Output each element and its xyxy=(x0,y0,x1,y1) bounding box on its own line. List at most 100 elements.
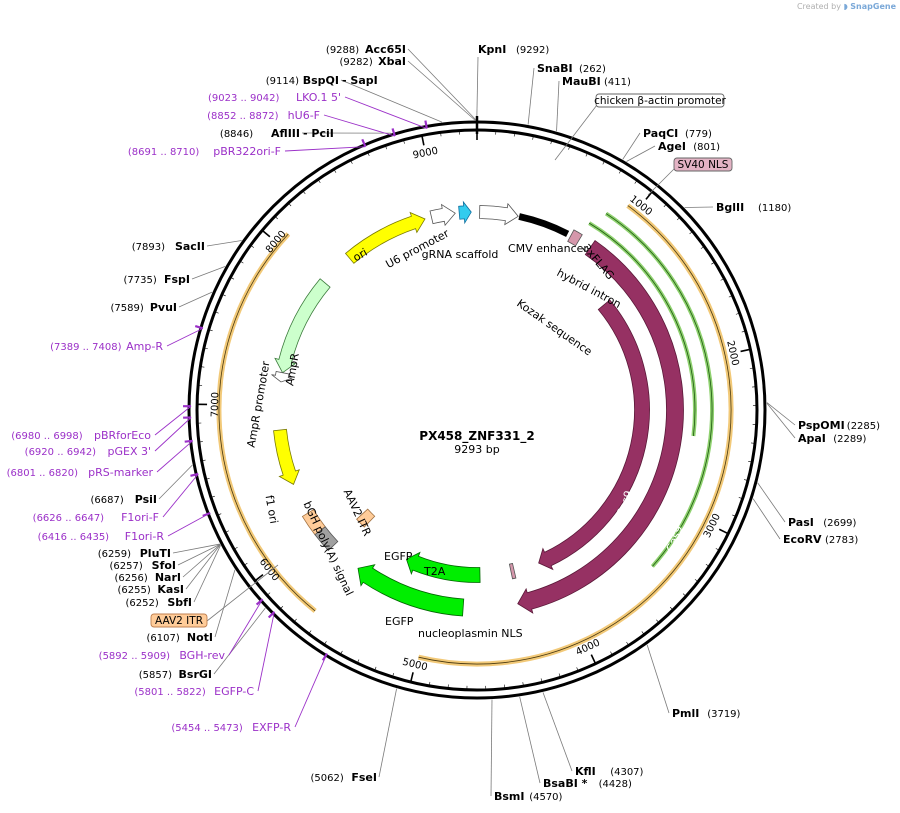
feature-label: T2A xyxy=(423,565,446,578)
orange-track xyxy=(216,232,317,613)
ruler-tick-label: 2000 xyxy=(724,340,740,367)
enzyme-position: (6687) xyxy=(91,495,124,506)
enzyme-site-label: ApaI(2289) xyxy=(798,432,867,445)
primer-label: pGEX 3'(6920 .. 6942) xyxy=(25,445,151,458)
primer-leader-line xyxy=(294,653,328,728)
credit-prefix: Created by xyxy=(796,2,841,11)
f1-ori-arrow xyxy=(273,428,300,485)
enzyme-site-label: PmlI(3719) xyxy=(672,707,741,720)
enzyme-name: AflIII xyxy=(271,127,300,140)
enzyme-position: (5857) xyxy=(139,670,172,681)
primer-name: pGEX 3' xyxy=(107,445,151,458)
plasmid-name: PX458_ZNF331_2 xyxy=(419,429,534,444)
feature-label: EGFP xyxy=(384,550,413,563)
ruler-tick xyxy=(663,203,667,208)
enzyme-site-label: KflI (4307) xyxy=(575,765,644,778)
enzyme-name: ApaI xyxy=(798,432,826,445)
ruler-tick xyxy=(308,630,312,634)
enzyme-name: SacII xyxy=(175,240,205,253)
ruler-tick xyxy=(374,666,377,671)
primer-name: Amp-R xyxy=(126,340,163,353)
grna-scaffold-arrow xyxy=(458,200,472,225)
feature-label: AmpR promoter xyxy=(245,360,273,449)
ruler-tick xyxy=(618,169,622,174)
enzyme-name: XbaI xyxy=(378,55,406,68)
ruler-tick xyxy=(522,682,524,687)
enzyme-site-label: FspI(7735) xyxy=(124,273,190,286)
enzyme-name: SfoI xyxy=(152,559,176,572)
ruler-tick xyxy=(266,592,271,596)
primer-range: (8691 .. 8710) xyxy=(128,147,200,158)
enzyme-site-label: PaqCI(779) xyxy=(643,127,712,140)
primer-name: EXFP-R xyxy=(252,721,291,734)
ruler-tick xyxy=(738,497,743,499)
primer-leader-line xyxy=(154,405,192,436)
enzyme-leader-line xyxy=(556,80,560,132)
enzyme-leader-line xyxy=(177,544,221,566)
ruler-tick xyxy=(250,245,254,248)
ruler-tick xyxy=(740,348,751,353)
boxed-label-leader xyxy=(647,164,679,196)
ampr-arrow xyxy=(274,278,331,374)
enzyme-name-secondary: - PciI xyxy=(303,127,334,140)
primer-leader-line xyxy=(284,146,366,152)
primer-site-mark xyxy=(190,472,199,477)
enzyme-position: (411) xyxy=(604,77,631,88)
ruler-tick xyxy=(694,579,699,582)
ruler-tick xyxy=(200,366,205,368)
ruler-tick xyxy=(676,216,681,221)
ruler-tick xyxy=(403,139,405,144)
ruler-tick xyxy=(421,135,425,146)
primer-range: (9023 .. 9042) xyxy=(208,93,280,104)
boxed-label-leader xyxy=(206,564,279,622)
ruler-tick xyxy=(221,293,226,297)
enzyme-position: (6255) xyxy=(118,585,151,596)
enzyme-site-label: SnaBI(262) xyxy=(537,62,606,75)
ruler-tick xyxy=(230,277,235,280)
ruler-tick xyxy=(350,160,353,164)
enzyme-position: (4307) xyxy=(610,767,643,778)
ruler-tick xyxy=(340,650,343,655)
enzyme-name: NotI xyxy=(187,631,213,644)
boxed-label-frame xyxy=(150,613,208,628)
feature-label: bGH poly(A) signal xyxy=(301,499,356,598)
enzyme-site-label: BspQI - SapI(9114) xyxy=(266,74,378,87)
primer-label: hU6-F(8852 .. 8872) xyxy=(207,109,320,122)
enzyme-leader-line xyxy=(172,543,220,554)
feature-label: nucleoplasmin NLS xyxy=(418,627,523,640)
enzyme-leader-line xyxy=(626,145,656,162)
enzyme-position: (4428) xyxy=(599,779,632,790)
feature-arrows xyxy=(271,200,684,617)
label-leader-lines xyxy=(158,48,796,797)
enzyme-name: KflI xyxy=(575,765,596,778)
enzyme-site-label: PsiI(6687) xyxy=(91,493,157,506)
ruler-tick xyxy=(669,606,674,611)
primer-range: (6980 .. 6998) xyxy=(11,431,83,442)
feature-label: ori xyxy=(351,246,370,264)
ruler-tick xyxy=(568,145,571,150)
ruler-tick xyxy=(239,260,244,264)
enzyme-position: (262) xyxy=(579,64,606,75)
enzyme-position: (7735) xyxy=(124,275,157,286)
aav2-itr-box xyxy=(301,509,326,536)
enzyme-name: PspOMI xyxy=(798,419,845,432)
enzyme-site-label: BsaBI *(4428) xyxy=(543,777,632,790)
enzyme-site-label: PvuI(7589) xyxy=(111,301,177,314)
ruler-tick xyxy=(243,562,248,566)
boxed-label-text: AAV2 ITR xyxy=(155,615,203,627)
enzyme-site-label: FseI(5062) xyxy=(311,771,377,784)
enzyme-position: (7589) xyxy=(111,303,144,314)
enzyme-position: (9288) xyxy=(326,45,359,56)
ruler-tick xyxy=(201,459,206,462)
ruler-tick xyxy=(367,152,370,157)
enzyme-position: (4570) xyxy=(529,792,562,803)
ruler-tick xyxy=(356,659,360,664)
orange-track-core xyxy=(418,205,732,665)
primer-name: F1ori-R xyxy=(125,530,165,543)
ruler-tick xyxy=(225,530,229,533)
primer-site-mark xyxy=(361,138,367,148)
enzyme-site-label: SbfI(6252) xyxy=(126,596,192,609)
primer-site-mark xyxy=(391,128,396,137)
ruler-tick xyxy=(203,347,208,350)
